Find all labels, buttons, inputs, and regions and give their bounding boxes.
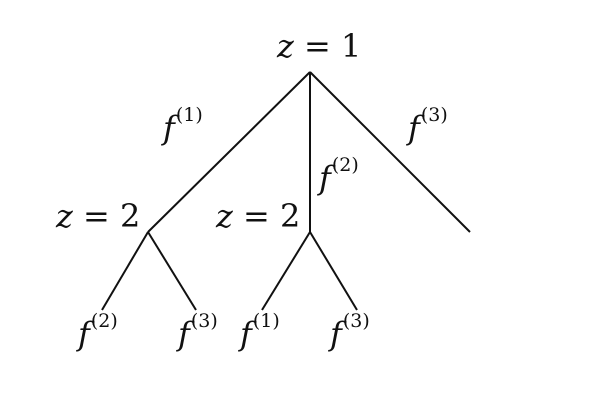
middle-child-node-label: z = 2 [216,200,300,232]
middle-child-node-value: = 2 [243,197,301,235]
root-edge-1-label: f(1) [163,106,203,147]
edge-middle-child-to-leaf-2 [309,231,358,311]
root-edge-3-label: f(3) [408,106,448,147]
middle-child-edge-1-var: f [240,315,252,353]
root-edge-3-index: (3) [420,104,448,127]
left-child-edge-2-var: f [178,315,190,353]
edge-root-to-right-leaf [309,71,471,233]
left-child-node-label: z = 2 [56,200,140,232]
left-child-edge-1-index: (2) [90,310,118,333]
root-edge-3-var: f [408,109,420,147]
left-child-edge-1-var: f [78,315,90,353]
middle-child-edge-2-index: (3) [342,310,370,333]
left-child-node-value: = 2 [83,197,141,235]
middle-child-edge-2-label: f(3) [330,312,370,353]
root-edge-2-index: (2) [331,154,359,177]
edge-middle-child-to-leaf-1 [261,231,311,311]
root-node-variable: z [277,27,294,65]
edge-left-child-to-leaf-1 [101,231,149,311]
root-edge-2-var: f [319,159,331,197]
left-child-edge-1-label: f(2) [78,312,118,353]
middle-child-edge-2-var: f [330,315,342,353]
root-edge-1-index: (1) [175,104,203,127]
middle-child-node-variable: z [216,197,233,235]
left-child-edge-2-index: (3) [190,310,218,333]
edge-left-child-to-leaf-2 [147,231,197,311]
root-node-label: z = 1 [277,30,361,62]
root-edge-1-var: f [163,109,175,147]
middle-child-edge-1-label: f(1) [240,312,280,353]
root-edge-2-label: f(2) [319,156,359,197]
edge-root-to-left-child [147,71,311,233]
middle-child-edge-1-index: (1) [252,310,280,333]
left-child-node-variable: z [56,197,73,235]
left-child-edge-2-label: f(3) [178,312,218,353]
root-node-value: = 1 [304,27,362,65]
